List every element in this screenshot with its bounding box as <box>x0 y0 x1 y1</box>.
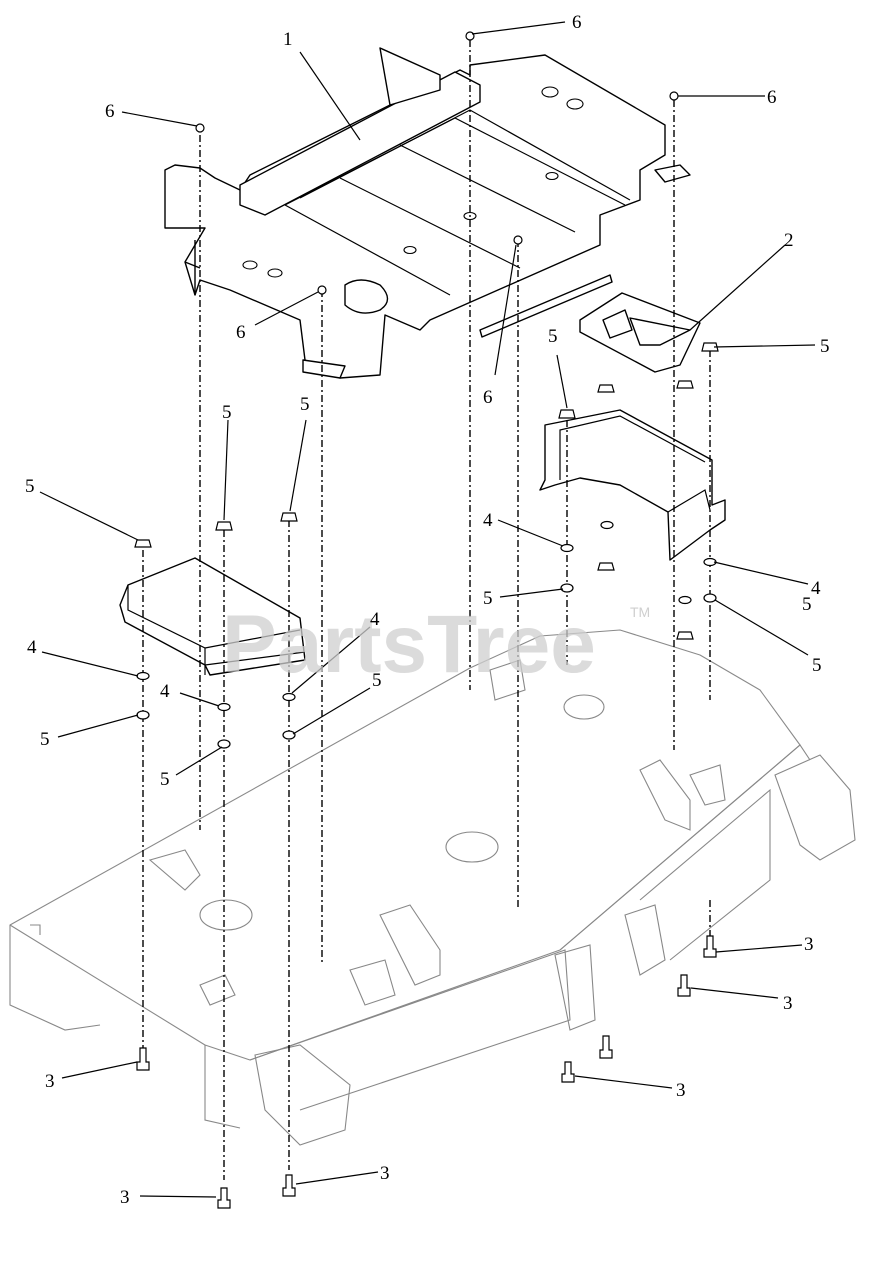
callout-5: 5 <box>812 655 822 676</box>
callout-4: 4 <box>27 637 37 658</box>
callout-3: 3 <box>804 934 814 955</box>
callout-3: 3 <box>120 1187 130 1208</box>
mower-deck <box>9 629 856 1146</box>
callout-5: 5 <box>222 402 232 423</box>
callout-5: 5 <box>802 594 812 615</box>
left-bracket <box>119 557 306 676</box>
leader-lines <box>39 21 816 1198</box>
callout-5: 5 <box>820 336 830 357</box>
callout-6: 6 <box>572 12 582 33</box>
deck-cover-panel <box>164 47 691 379</box>
callout-4: 4 <box>811 578 821 599</box>
callout-3: 3 <box>45 1071 55 1092</box>
callout-5: 5 <box>40 729 50 750</box>
trademark: TM <box>630 604 650 620</box>
callout-6: 6 <box>767 87 777 108</box>
assembly-lines <box>142 40 711 1180</box>
callout-6: 6 <box>483 387 493 408</box>
callout-2: 2 <box>784 230 794 251</box>
callout-6: 6 <box>105 101 115 122</box>
hardware <box>134 31 719 1209</box>
callout-4: 4 <box>370 609 380 630</box>
right-bracket <box>539 409 726 561</box>
watermark: PartsTree <box>222 599 596 690</box>
callout-3: 3 <box>676 1080 686 1101</box>
callout-5: 5 <box>160 769 170 790</box>
callout-4: 4 <box>483 510 493 531</box>
callout-5: 5 <box>372 670 382 691</box>
callout-5: 5 <box>483 588 493 609</box>
callout-5: 5 <box>300 394 310 415</box>
callout-1: 1 <box>283 29 293 50</box>
callout-5: 5 <box>25 476 35 497</box>
callout-3: 3 <box>380 1163 390 1184</box>
shield-plate <box>579 292 701 373</box>
callout-6: 6 <box>236 322 246 343</box>
callout-labels: 1 2 3 3 3 3 3 3 4 4 4 4 4 5 5 5 5 5 5 5 … <box>25 12 830 1208</box>
callout-4: 4 <box>160 681 170 702</box>
callout-5: 5 <box>548 326 558 347</box>
callout-3: 3 <box>783 993 793 1014</box>
